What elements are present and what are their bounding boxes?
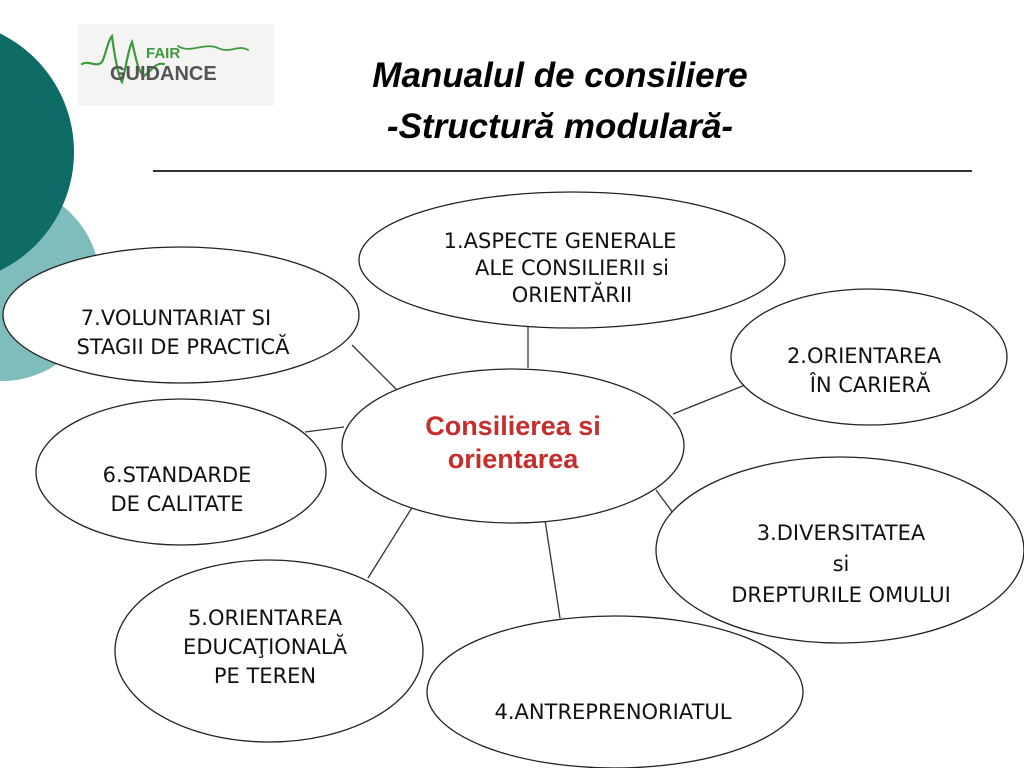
module-2-ellipse bbox=[730, 288, 1008, 426]
module-6-ellipse bbox=[35, 398, 327, 546]
module-5-label: 5.ORIENTAREA EDUCAŢIONALĂ PE TEREN bbox=[140, 603, 390, 692]
module-1-ellipse bbox=[358, 191, 786, 329]
module-7-line-1: 7.VOLUNTARIAT SI bbox=[80, 306, 272, 330]
center-ellipse bbox=[341, 368, 685, 524]
page-subtitle: -Structură modulară- bbox=[386, 107, 734, 146]
connector-7 bbox=[351, 344, 401, 394]
module-5-line-1: 5.ORIENTAREA bbox=[187, 606, 343, 630]
module-5-ellipse bbox=[114, 559, 424, 743]
module-7-ellipse bbox=[2, 246, 360, 384]
module-1-line-3: ORIENTĂRII bbox=[511, 283, 633, 307]
module-6-line-2: DE CALITATE bbox=[110, 492, 244, 516]
connector-3 bbox=[655, 489, 674, 514]
module-4-ellipse bbox=[426, 615, 804, 768]
center-line-1: Consilierea si bbox=[425, 411, 601, 441]
connector-6 bbox=[304, 426, 345, 433]
module-1-line-2: ALE CONSILIERII si bbox=[474, 256, 670, 280]
module-4-label: 4.ANTREPRENORIATUL bbox=[440, 697, 786, 728]
teal-dark-circle bbox=[0, 33, 74, 271]
module-3-ellipse bbox=[655, 456, 1024, 644]
module-7-line-2: STAGII DE PRACTICĂ bbox=[76, 335, 290, 359]
connector-5 bbox=[367, 505, 414, 579]
logo-graphic: FAIR GUIDANCE bbox=[78, 24, 274, 106]
module-6-line-1: 6.STANDARDE bbox=[102, 463, 252, 487]
module-1-line-1: 1.ASPECTE GENERALE bbox=[443, 229, 677, 253]
module-5-line-3: PE TEREN bbox=[213, 664, 317, 688]
connector-4 bbox=[544, 519, 561, 619]
svg-text:FAIR: FAIR bbox=[146, 45, 180, 62]
module-6-label: 6.STANDARDE DE CALITATE bbox=[62, 460, 292, 520]
module-3-label: 3.DIVERSITATEA si DREPTURILE OMULUI bbox=[680, 518, 1002, 611]
module-3-line-1: 3.DIVERSITATEA bbox=[756, 521, 926, 545]
module-2-line-2: ÎN CARIERĂ bbox=[809, 373, 931, 397]
connectors bbox=[304, 327, 746, 619]
module-2-label: 2.ORIENTAREA ÎN CARIERĂ bbox=[750, 341, 990, 401]
module-4-line-1: 4.ANTREPRENORIATUL bbox=[494, 700, 732, 724]
module-5-line-2: EDUCAŢIONALĂ bbox=[183, 635, 347, 659]
center-line-2: orientarea bbox=[447, 444, 579, 474]
svg-text:GUIDANCE: GUIDANCE bbox=[110, 63, 217, 85]
fair-guidance-logo: FAIR GUIDANCE bbox=[78, 24, 274, 106]
page-title: Manualul de consiliere bbox=[372, 56, 748, 95]
module-3-line-2: si bbox=[832, 552, 850, 576]
module-3-line-3: DREPTURILE OMULUI bbox=[731, 583, 951, 607]
module-7-label: 7.VOLUNTARIAT SI STAGII DE PRACTICĂ bbox=[20, 303, 346, 363]
module-2-line-1: 2.ORIENTAREA bbox=[786, 344, 942, 368]
module-1-label: 1.ASPECTE GENERALE ALE CONSILIERII si OR… bbox=[392, 226, 752, 311]
center-node-label: Consilierea si orientarea bbox=[373, 410, 653, 476]
connector-2 bbox=[672, 384, 746, 415]
